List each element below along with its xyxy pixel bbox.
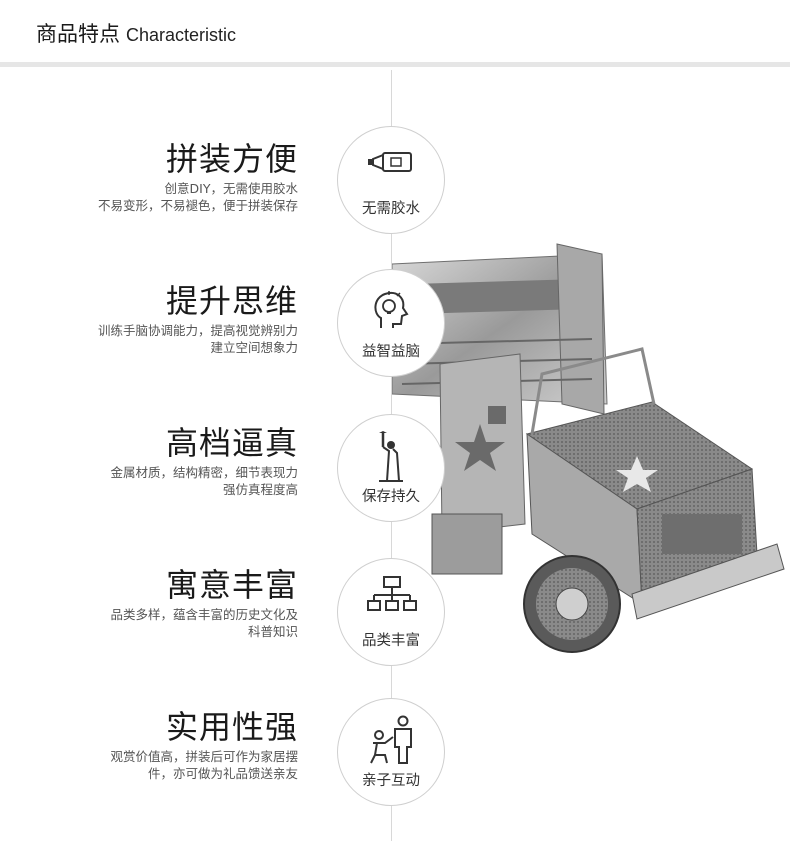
glue-tube-icon [368, 152, 412, 172]
section-title: 商品特点 Characteristic [36, 18, 236, 48]
feature-description: 金属材质，结构精密，细节表现力 强仿真程度高 [110, 465, 298, 497]
feature-title: 拼装方便 [165, 140, 298, 178]
head-lightbulb-icon [374, 291, 409, 328]
feature-improve-thinking: 提升思维 训练手脑协调能力，提高视觉辨别力 建立空间想象力 [40, 282, 298, 356]
badge-label: 无需胶水 [362, 201, 420, 217]
feature-description: 创意DIY，无需使用胶水 不易变形，不易褪色，便于拼装保存 [97, 181, 298, 213]
feature-rich-meaning: 寓意丰富 品类多样，蕴含丰富的历史文化及 科普知识 [40, 566, 298, 640]
badge-parent-child: 亲子互动 [337, 698, 445, 806]
badge-no-glue: 无需胶水 [337, 126, 445, 234]
feature-title: 提升思维 [165, 282, 298, 320]
header-divider [0, 62, 790, 67]
feature-practical: 实用性强 观赏价值高，拼装后可作为家居摆 件，亦可做为礼品馈送亲友 [40, 708, 298, 782]
badge-label: 益智益脑 [362, 344, 420, 360]
feature-title: 高档逼真 [165, 424, 298, 462]
feature-description: 观赏价值高，拼装后可作为家居摆 件，亦可做为礼品馈送亲友 [110, 749, 298, 781]
section-title-en: Characteristic [126, 25, 237, 45]
feature-easy-assembly: 拼装方便 创意DIY，无需使用胶水 不易变形，不易褪色，便于拼装保存 [40, 140, 298, 214]
header-bar: 商品特点 Characteristic [0, 0, 790, 67]
metal-truck-model-image [392, 243, 785, 653]
badge-label: 品类丰富 [362, 633, 420, 649]
feature-title: 寓意丰富 [165, 566, 298, 604]
badge-label: 亲子互动 [362, 773, 420, 789]
section-title-cn: 商品特点 [36, 22, 120, 46]
statue-of-liberty-icon [379, 431, 403, 482]
feature-title: 实用性强 [165, 708, 298, 746]
badge-brain-boost: 益智益脑 [337, 269, 445, 377]
badge-long-lasting: 保存持久 [337, 414, 445, 522]
feature-description: 训练手脑协调能力，提高视觉辨别力 建立空间想象力 [97, 323, 298, 355]
parent-child-icon [370, 715, 412, 764]
feature-description: 品类多样，蕴含丰富的历史文化及 科普知识 [110, 607, 298, 639]
feature-realistic: 高档逼真 金属材质，结构精密，细节表现力 强仿真程度高 [40, 424, 298, 498]
badge-rich-variety: 品类丰富 [337, 558, 445, 666]
badge-label: 保存持久 [362, 489, 420, 505]
hierarchy-icon [367, 576, 417, 611]
